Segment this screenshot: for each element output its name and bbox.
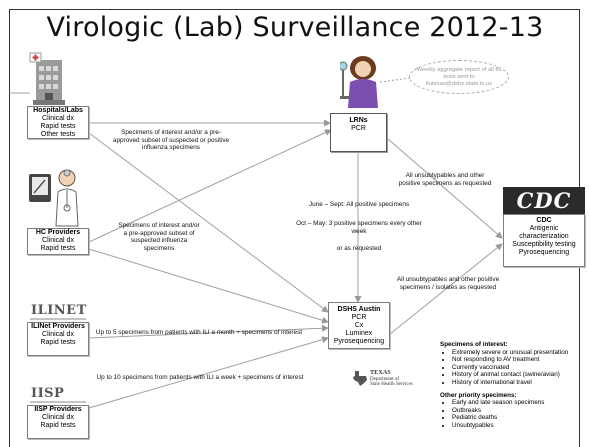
lrns-box: LRNs PCR: [330, 113, 387, 152]
hc-providers-heading: HC Providers: [35, 229, 81, 236]
arrow-hospitals-to-dshs: [88, 132, 329, 313]
other-priority-list: Early and late season specimens Outbreak…: [440, 399, 590, 429]
arrow-iisp-to-dshs: [88, 336, 329, 409]
cdc-heading: CDC: [536, 217, 552, 224]
texas-logo-sub-1: Department of: [370, 377, 400, 382]
arrow-lrn-to-cdc: [387, 138, 503, 239]
lrns-heading: LRNs: [349, 117, 368, 124]
hospitals-heading: Hospitals/Labs: [33, 107, 83, 114]
phone-device-icon: [29, 174, 51, 202]
arrow-ilinet-to-dshs: [88, 324, 329, 339]
list-item: Unsubtypables: [452, 422, 590, 430]
hospitals-line-2: Rapid tests: [40, 123, 76, 130]
iisp-logo-text: IISP: [31, 386, 65, 401]
arrow-hc-to-dshs: [88, 248, 329, 324]
ilinet-logo-rule: [30, 318, 86, 320]
list-item: History of international travel: [452, 379, 590, 387]
dshs-austin-box: DSHS Austin PCR Cx Luminex Pyrosequencin…: [328, 302, 390, 349]
ilinet-line-2: Rapid tests: [40, 339, 76, 346]
list-item: History of animal contact (swine/avian): [452, 371, 590, 379]
lab-scientist-icon: [340, 56, 378, 108]
label-hc-to-lrn: Specimens of interest and/or a pre-appro…: [118, 222, 200, 252]
cdc-line-3: Pyrosequencing: [518, 249, 570, 256]
ilinet-heading: ILINet Providers: [31, 323, 85, 330]
arrow-report-link: [379, 77, 411, 83]
iisp-line-2: Rapid tests: [40, 422, 76, 429]
iisp-heading: IISP Providers: [34, 406, 82, 413]
dshs-line-3: Luminex: [345, 330, 373, 337]
slide-title: Virologic (Lab) Surveillance 2012-13: [46, 12, 544, 43]
hospitals-line-1: Clinical dx: [42, 115, 74, 122]
list-item: Pediatric deaths: [452, 414, 590, 422]
hospitals-labs-box: Hospitals/Labs Clinical dx Rapid tests O…: [27, 106, 89, 139]
hc-providers-box: HC Providers Clinical dx Rapid tests: [27, 228, 89, 255]
arrow-dshs-to-cdc: [389, 243, 503, 335]
iisp-line-1: Clinical dx: [42, 414, 74, 421]
iisp-logo-rule: [30, 401, 86, 403]
lrns-line-1: PCR: [351, 125, 366, 132]
label-hospitals-to-lrn: Specimens of interest and/or a pre-appro…: [112, 129, 230, 152]
specimens-of-interest-list: Extremely severe or unusual presentation…: [440, 349, 590, 387]
dshs-line-4: Pyrosequencing: [333, 338, 385, 345]
other-priority-heading: Other priority specimens:: [440, 391, 517, 399]
list-item: Extremely severe or unusual presentation: [452, 349, 590, 357]
arrow-hc-to-lrn: [88, 129, 332, 243]
label-lrn-to-dshs-1: June – Sept: All positive specimens: [308, 201, 410, 208]
texas-logo-sub-2: State Health Services: [370, 382, 413, 387]
hc-providers-line-2: Rapid tests: [40, 245, 76, 252]
hc-providers-line-1: Clinical dx: [42, 237, 74, 244]
list-item: Currently vaccinated: [452, 364, 590, 372]
dshs-heading: DSHS Austin: [337, 306, 381, 313]
dshs-line-2: Cx: [354, 322, 364, 329]
iisp-providers-box: IISP Providers Clinical dx Rapid tests: [27, 405, 89, 439]
label-dshs-to-cdc: All unsubtypables and other positive spe…: [396, 276, 500, 291]
ilinet-line-1: Clinical dx: [42, 331, 74, 338]
list-item: Outbreaks: [452, 407, 590, 415]
ilinet-logo-text: ILINET: [31, 303, 87, 318]
doctor-icon: [55, 169, 79, 227]
hospitals-line-3: Other tests: [40, 131, 76, 138]
weekly-report-note: Weekly aggregate report of all flu tests…: [409, 60, 509, 94]
specimen-notes: Specimens of interest: Extremely severe …: [440, 341, 590, 430]
label-lrn-to-cdc: All unsubtypables and other positive spe…: [398, 172, 492, 187]
dshs-line-1: PCR: [351, 314, 367, 321]
ilinet-providers-box: ILINet Providers Clinical dx Rapid tests: [27, 322, 89, 356]
label-lrn-to-dshs-2: Oct – May: 3 positive specimens every ot…: [296, 220, 422, 235]
texas-logo-name: TEXAS: [370, 369, 391, 376]
label-lrn-to-dshs-3: or as requested: [336, 245, 382, 252]
list-item: Not responding to AV treatment: [452, 356, 590, 364]
cdc-line-1: Antigenic characterization: [519, 225, 569, 240]
cdc-line-2: Susceptibility testing: [512, 241, 576, 248]
cdc-box: CDC Antigenic characterization Susceptib…: [503, 214, 585, 267]
list-item: Early and late season specimens: [452, 399, 590, 407]
hospital-building-icon: [29, 52, 65, 105]
specimens-of-interest-heading: Specimens of interest:: [440, 341, 508, 348]
cdc-logo: CDC: [503, 187, 585, 214]
label-ilinet-to-dshs: Up to 5 specimens from patients with ILI…: [95, 329, 303, 336]
texas-map-icon: [353, 371, 367, 386]
label-iisp-to-dshs: Up to 10 specimens from patients with IL…: [96, 374, 304, 381]
